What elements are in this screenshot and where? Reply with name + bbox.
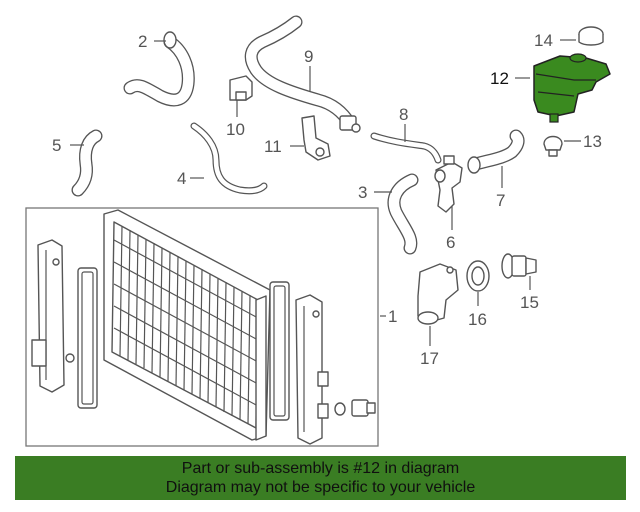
bracket-11 bbox=[301, 115, 331, 161]
upper-radiator-hose-2 bbox=[123, 31, 195, 107]
right-seal-inner bbox=[273, 285, 286, 417]
gasket-16 bbox=[466, 260, 490, 292]
leader-lines bbox=[70, 39, 581, 346]
banner-line-disclaimer: Diagram may not be specific to your vehi… bbox=[165, 479, 476, 496]
reservoir-cap-14 bbox=[578, 26, 604, 46]
callout-8: 8 bbox=[399, 105, 408, 124]
water-inlet-17 bbox=[417, 263, 459, 325]
callout-5: 5 bbox=[52, 136, 61, 155]
left-radiator-tank bbox=[31, 239, 75, 393]
bracket-10 bbox=[229, 75, 253, 101]
bypass-hose-4 bbox=[190, 122, 268, 195]
hose-5 bbox=[71, 129, 103, 197]
part-info-banner: Part or sub-assembly is #12 in diagram D… bbox=[15, 456, 626, 500]
callout-2: 2 bbox=[138, 32, 147, 51]
callout-16: 16 bbox=[468, 310, 487, 329]
drain-plug bbox=[334, 399, 376, 417]
left-seal-strip bbox=[77, 267, 98, 409]
callout-10: 10 bbox=[226, 120, 245, 139]
callout-12: 12 bbox=[490, 69, 509, 88]
callout-11: 11 bbox=[264, 137, 282, 156]
hose-7 bbox=[467, 129, 525, 174]
callout-13: 13 bbox=[583, 132, 602, 151]
lower-radiator-hose-3 bbox=[387, 173, 419, 255]
clip-13 bbox=[543, 135, 563, 157]
callout-6: 6 bbox=[446, 233, 455, 252]
right-radiator-tank bbox=[295, 294, 329, 445]
callout-7: 7 bbox=[496, 191, 505, 210]
right-seal-strip bbox=[269, 281, 290, 421]
callout-15: 15 bbox=[520, 293, 539, 312]
radiator-assembly-box bbox=[25, 207, 379, 447]
callout-17: 17 bbox=[420, 349, 439, 368]
radiator-core bbox=[103, 209, 271, 441]
banner-line-part: Part or sub-assembly is #12 in diagram bbox=[181, 460, 460, 477]
cooling-system-diagram: 2 5 4 9 10 11 8 3 6 7 12 13 14 15 16 17 … bbox=[25, 15, 611, 447]
callout-14: 14 bbox=[534, 31, 553, 50]
coolant-pipe-9 bbox=[244, 15, 361, 133]
callout-3: 3 bbox=[358, 183, 367, 202]
callout-9: 9 bbox=[304, 47, 313, 66]
water-outlet-6 bbox=[434, 155, 463, 213]
pipe-8 bbox=[370, 132, 442, 164]
left-seal-inner bbox=[81, 271, 94, 405]
reservoir-body-highlight bbox=[533, 55, 611, 117]
callout-1: 1 bbox=[388, 307, 397, 326]
callout-4: 4 bbox=[177, 169, 186, 188]
coolant-reservoir-12 bbox=[533, 53, 611, 123]
thermostat-15 bbox=[501, 253, 537, 279]
